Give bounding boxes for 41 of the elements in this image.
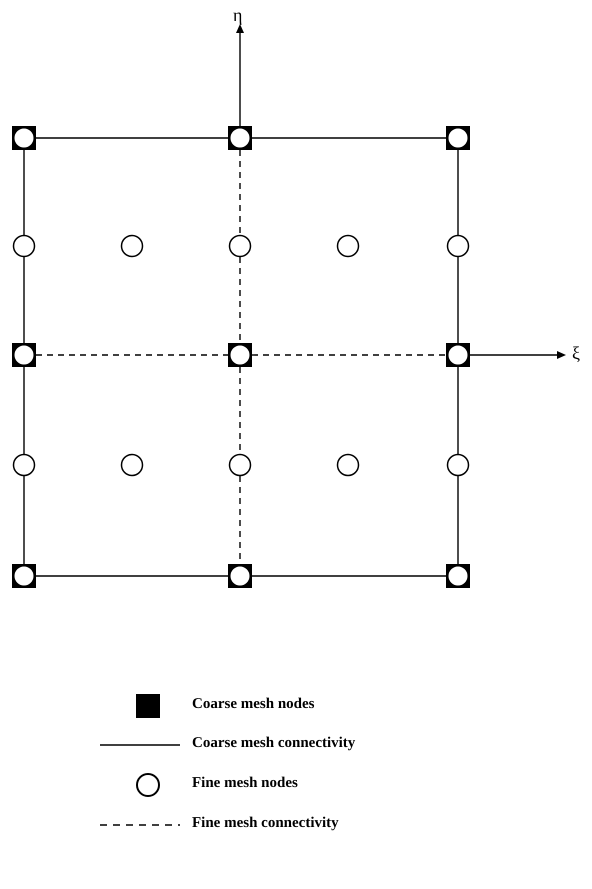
connector-line xyxy=(457,367,459,454)
connector-line xyxy=(36,137,228,139)
connector-line xyxy=(252,575,446,577)
dashed-connector xyxy=(239,257,241,343)
coarse-node-marker xyxy=(227,342,253,368)
dashed-connector xyxy=(252,354,446,356)
dashed-connector xyxy=(36,354,228,356)
fine-node-marker xyxy=(119,233,145,259)
fine-node-marker xyxy=(11,452,37,478)
legend-label: Fine mesh nodes xyxy=(192,775,298,792)
fine-node-marker xyxy=(335,233,361,259)
coarse-node-marker xyxy=(445,342,471,368)
coarse-node-marker xyxy=(445,563,471,589)
connector-line xyxy=(23,150,25,235)
fine-node-marker xyxy=(11,233,37,259)
connector-line xyxy=(457,476,459,564)
axis-label: ξ xyxy=(572,344,580,362)
legend-label: Fine mesh connectivity xyxy=(192,815,339,832)
coarse-node-marker xyxy=(227,563,253,589)
connector-line xyxy=(23,476,25,564)
fine-node-marker xyxy=(227,233,253,259)
coarse-node-marker xyxy=(11,563,37,589)
legend-label: Coarse mesh connectivity xyxy=(192,735,356,752)
coarse-node-marker xyxy=(11,342,37,368)
connector-line xyxy=(23,367,25,454)
connector-line xyxy=(23,257,25,343)
legend-label: Coarse mesh nodes xyxy=(192,696,314,713)
connector-line xyxy=(36,575,228,577)
fine-node-marker xyxy=(119,452,145,478)
coarse-node-marker xyxy=(11,125,37,151)
coarse-node-marker xyxy=(227,125,253,151)
fine-node-marker xyxy=(227,452,253,478)
axis-label: η xyxy=(233,6,242,24)
coarse-node-marker xyxy=(445,125,471,151)
connector-line xyxy=(457,150,459,235)
fine-node-marker xyxy=(445,233,471,259)
fine-node-marker xyxy=(445,452,471,478)
connector-line xyxy=(252,137,446,139)
dashed-connector xyxy=(239,150,241,235)
connector-line xyxy=(457,257,459,343)
fine-node-marker xyxy=(335,452,361,478)
